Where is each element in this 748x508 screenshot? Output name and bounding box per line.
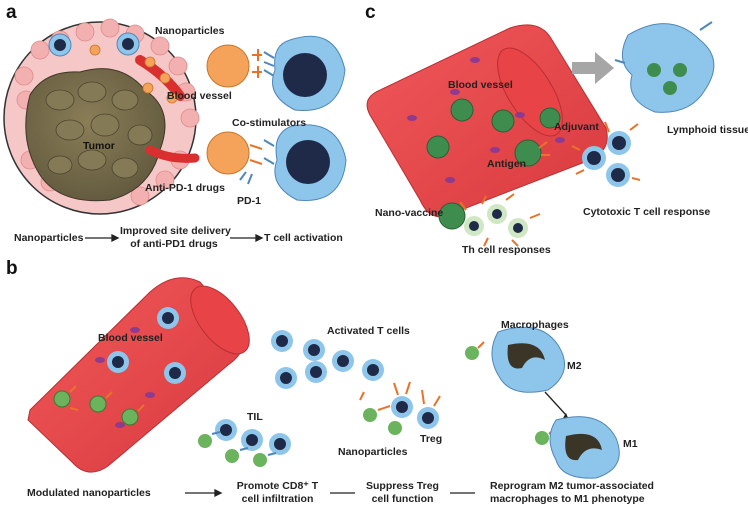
flow-a-improved-delivery-2: of anti-PD1 drugs [130, 238, 218, 250]
label-lymphoid-tissue: Lymphoid tissue [667, 124, 748, 136]
panel-a-flow-arrows [85, 233, 264, 243]
panel-b-illustration [27, 277, 620, 479]
flow-b-reprogram-1: Reprogram M2 tumor-associated [490, 480, 654, 492]
flow-a-t-cell-activation: T cell activation [264, 232, 343, 244]
label-activated-t: Activated T cells [327, 325, 410, 337]
label-antigen: Antigen [487, 158, 527, 170]
label-anti-pd1: Anti-PD-1 drugs [145, 182, 225, 194]
label-macrophages: Macrophages [501, 319, 569, 331]
flow-b-modulated: Modulated nanoparticles [27, 487, 151, 499]
flow-b-reprogram-2: macrophages to M1 phenotype [490, 493, 645, 505]
label-m1: M1 [623, 438, 638, 450]
flow-a-nanoparticles: Nanoparticles [14, 232, 84, 244]
label-m2: M2 [567, 360, 582, 372]
label-pd1: PD-1 [237, 195, 261, 207]
label-treg: Treg [420, 433, 443, 445]
flow-a-improved-delivery-1: Improved site delivery [120, 225, 231, 237]
flow-b-suppress-treg-2: cell function [371, 493, 434, 505]
label-blood-vessel-a: Blood vessel [167, 90, 232, 102]
label-blood-vessel-c: Blood vessel [448, 79, 513, 91]
label-blood-vessel-b: Blood vessel [98, 332, 163, 344]
flow-b-promote-cd8-2: cell infiltration [241, 493, 314, 505]
label-cytotoxic: Cytotoxic T cell response [583, 206, 711, 218]
label-nanoparticles-b: Nanoparticles [338, 446, 408, 458]
label-nanoparticles-a: Nanoparticles [155, 25, 225, 37]
label-th-cell: Th cell responses [462, 244, 551, 256]
label-nano-vaccine: Nano-vaccine [375, 207, 444, 219]
panel-letter-a: a [6, 2, 17, 23]
panel-b-flow-arrows [185, 488, 475, 498]
panel-c-illustration [366, 21, 715, 247]
panel-letter-b: b [6, 258, 18, 279]
flow-b-promote-cd8-1: Promote CD8⁺ T [236, 480, 319, 492]
label-tumor: Tumor [83, 140, 115, 152]
label-til: TIL [247, 411, 263, 423]
label-adjuvant: Adjuvant [554, 121, 599, 133]
label-co-stimulators: Co-stimulators [232, 117, 307, 129]
flow-b-suppress-treg-1: Suppress Treg [366, 480, 439, 492]
panel-letter-c: c [365, 2, 376, 23]
panel-a-illustration [3, 18, 347, 215]
